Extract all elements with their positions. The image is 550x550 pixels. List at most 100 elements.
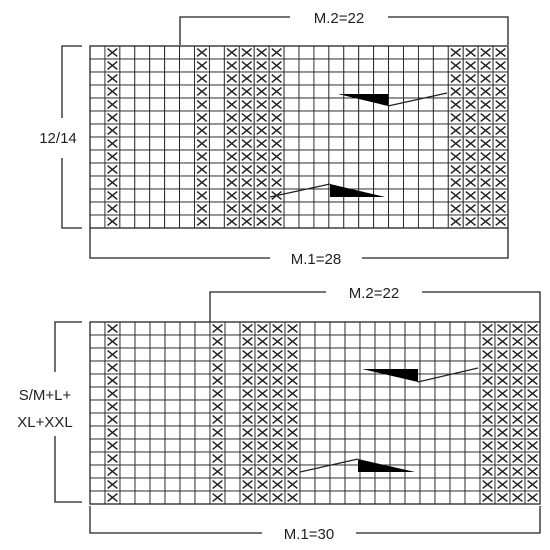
purl-stitch-cross (527, 337, 538, 346)
stitch-cell (89, 386, 106, 401)
stitch-cell (373, 110, 390, 125)
stitch-cell (449, 399, 466, 414)
stitch-cell (417, 201, 434, 216)
purl-stitch-cross (480, 217, 491, 226)
stitch-cell (208, 110, 225, 125)
stitch-cell (134, 123, 151, 138)
stitch-cell (224, 347, 241, 362)
purl-stitch-cross (495, 48, 506, 57)
stitch-cell (179, 71, 195, 86)
stitch-cell (283, 110, 300, 125)
purl-stitch-cross (480, 165, 491, 174)
stitch-cell (179, 425, 196, 440)
stitch-cell (432, 201, 449, 216)
purl-stitch-cross (287, 415, 298, 424)
purl-stitch-cross (241, 152, 253, 161)
stitch-cell (179, 334, 196, 349)
stitch-cell (313, 71, 330, 86)
stitch-cell (149, 386, 166, 401)
purl-stitch-cross (107, 324, 118, 333)
purl-stitch-cross (450, 74, 462, 83)
purl-stitch-cross (226, 113, 238, 122)
stitch-cell (208, 97, 225, 112)
stitch-cell (328, 45, 345, 60)
stitch-cell (329, 386, 346, 401)
purl-stitch-cross (482, 454, 493, 463)
stitch-cell (328, 123, 345, 138)
stitch-cell (298, 84, 315, 99)
stitch-cell (344, 334, 361, 349)
stitch-cell (374, 399, 391, 414)
stitch-cell (434, 386, 451, 401)
stitch-cell (329, 412, 346, 427)
stitch-cell (449, 321, 466, 336)
purl-stitch-cross (271, 113, 282, 122)
purl-stitch-cross (271, 74, 282, 83)
stitch-cell (149, 464, 166, 479)
purl-stitch-cross (482, 480, 493, 489)
purl-stitch-cross (196, 178, 208, 187)
purl-stitch-cross (226, 152, 238, 161)
decrease-arrow-lower (299, 458, 415, 473)
stitch-cell (179, 188, 195, 203)
stitch-cell (374, 425, 391, 440)
purl-stitch-cross (196, 74, 208, 83)
stitch-cell (403, 149, 419, 164)
stitch-cell (343, 58, 360, 73)
stitch-cell (464, 490, 481, 505)
stitch-cell (343, 201, 360, 216)
stitch-cell (179, 360, 196, 375)
stitch-cell (179, 84, 195, 99)
stitch-cell (298, 97, 315, 112)
stitch-cell (224, 412, 241, 427)
m2-bracket (179, 16, 509, 45)
stitch-cell (283, 175, 300, 190)
purl-stitch-cross (107, 217, 118, 226)
purl-stitch-cross (512, 415, 523, 424)
purl-stitch-cross (450, 178, 462, 187)
purl-stitch-cross (495, 191, 506, 200)
purl-stitch-cross (257, 493, 268, 502)
purl-stitch-cross (527, 363, 538, 372)
stitch-cell (434, 399, 451, 414)
purl-stitch-cross (450, 100, 462, 109)
stitch-cell (373, 123, 390, 138)
stitch-cell (417, 136, 434, 151)
purl-stitch-cross (107, 204, 118, 213)
stitch-cell (164, 360, 181, 375)
stitch-cell (404, 438, 421, 453)
stitch-cell (149, 110, 166, 125)
purl-stitch-cross (256, 139, 268, 148)
purl-stitch-cross (241, 191, 253, 200)
stitch-cell (373, 58, 390, 73)
purl-stitch-cross (212, 415, 223, 424)
stitch-cell (283, 149, 300, 164)
stitch-cell (194, 464, 211, 479)
purl-stitch-cross (241, 61, 253, 70)
stitch-cell (404, 477, 421, 492)
purl-stitch-cross (256, 152, 268, 161)
stitch-cell (343, 136, 360, 151)
decrease-symbols (269, 92, 448, 198)
stitch-cell (374, 438, 391, 453)
stitch-cell (134, 201, 151, 216)
stitch-cell (298, 201, 315, 216)
stitch-cell (359, 490, 376, 505)
stitch-cell (134, 490, 151, 505)
stitch-grid-12-14 (89, 45, 509, 229)
stitch-cell (119, 373, 136, 388)
stitch-cell (388, 149, 404, 164)
stitch-cell (419, 399, 436, 414)
stitch-cell (208, 58, 225, 73)
stitch-cell (164, 477, 181, 492)
stitch-cell (388, 136, 404, 151)
stitch-cell (179, 464, 196, 479)
stitch-cell (388, 214, 404, 229)
purl-stitch-cross (512, 337, 523, 346)
stitch-cell (464, 464, 481, 479)
stitch-cell (373, 71, 390, 86)
stitch-cell (434, 464, 451, 479)
stitch-cell (314, 334, 331, 349)
stitch-cell (419, 464, 436, 479)
decrease-arrow-upper (338, 92, 448, 107)
